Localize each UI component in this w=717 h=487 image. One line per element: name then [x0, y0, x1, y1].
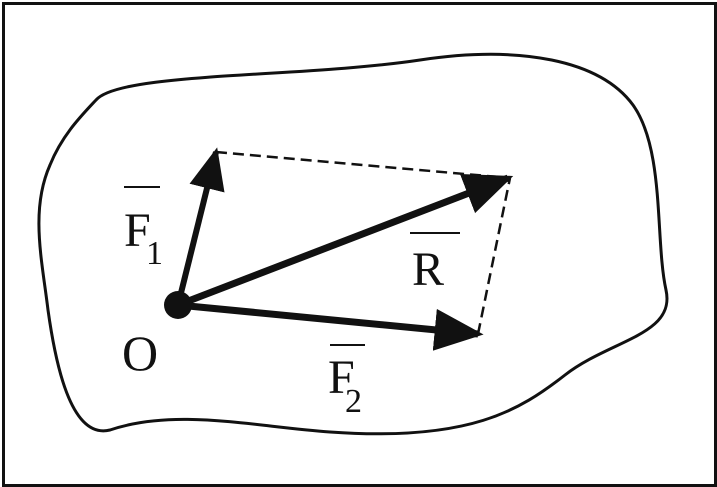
vector-f1-arrow — [175, 147, 225, 306]
f1-label-subscript: 1 — [146, 235, 163, 272]
f1-label-letter: F — [124, 204, 151, 257]
origin-label: O — [122, 325, 158, 381]
f2-label-subscript: 2 — [345, 383, 362, 420]
r-label-letter: R — [412, 243, 444, 296]
body-outline — [37, 52, 669, 436]
dashed-line-f1-to-r — [215, 150, 511, 180]
vector-f2-arrow — [177, 301, 484, 351]
dashed-line-f2-to-r — [476, 177, 512, 335]
origin-point — [164, 291, 192, 319]
f2-label-letter: F — [328, 351, 355, 404]
vector-r-arrow — [176, 173, 514, 309]
